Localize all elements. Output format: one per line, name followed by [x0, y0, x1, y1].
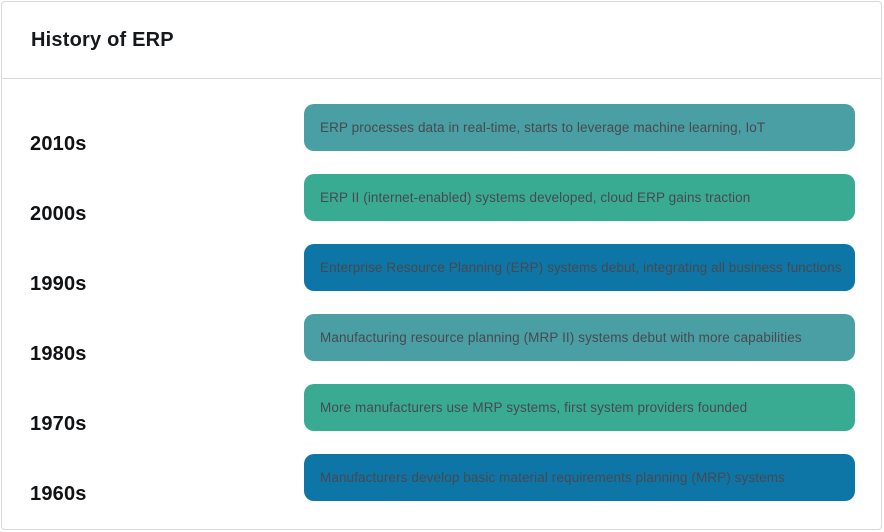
timeline-bar: Manufacturing resource planning (MRP II)…	[304, 314, 855, 361]
decade-label: 1960s	[30, 483, 87, 505]
timeline-row: 1970s More manufacturers use MRP systems…	[2, 384, 881, 435]
timeline-bar: Manufacturers develop basic material req…	[304, 454, 855, 501]
decade-label: 1980s	[30, 343, 87, 365]
card-header: History of ERP	[2, 2, 881, 79]
timeline-bar-description: Manufacturing resource planning (MRP II)…	[320, 330, 802, 345]
timeline-row: 1960s Manufacturers develop basic materi…	[2, 454, 881, 505]
timeline-bar: ERP processes data in real-time, starts …	[304, 104, 855, 151]
erp-timeline: 2010s ERP processes data in real-time, s…	[2, 79, 881, 505]
page-title: History of ERP	[31, 28, 174, 51]
timeline-row: 1980s Manufacturing resource planning (M…	[2, 314, 881, 365]
timeline-bar-description: ERP processes data in real-time, starts …	[320, 120, 766, 135]
timeline-bar: More manufacturers use MRP systems, firs…	[304, 384, 855, 431]
timeline-row: 2000s ERP II (internet-enabled) systems …	[2, 174, 881, 225]
decade-label: 1970s	[30, 413, 87, 435]
timeline-row: 1990s Enterprise Resource Planning (ERP)…	[2, 244, 881, 295]
timeline-bar: Enterprise Resource Planning (ERP) syste…	[304, 244, 855, 291]
timeline-bar-description: More manufacturers use MRP systems, firs…	[320, 400, 748, 415]
decade-label: 2010s	[30, 133, 87, 155]
timeline-row: 2010s ERP processes data in real-time, s…	[2, 104, 881, 155]
timeline-bar: ERP II (internet-enabled) systems develo…	[304, 174, 855, 221]
timeline-bar-description: Manufacturers develop basic material req…	[320, 470, 785, 485]
timeline-bar-description: Enterprise Resource Planning (ERP) syste…	[320, 260, 842, 275]
timeline-bar-description: ERP II (internet-enabled) systems develo…	[320, 190, 751, 205]
decade-label: 2000s	[30, 203, 87, 225]
decade-label: 1990s	[30, 273, 87, 295]
